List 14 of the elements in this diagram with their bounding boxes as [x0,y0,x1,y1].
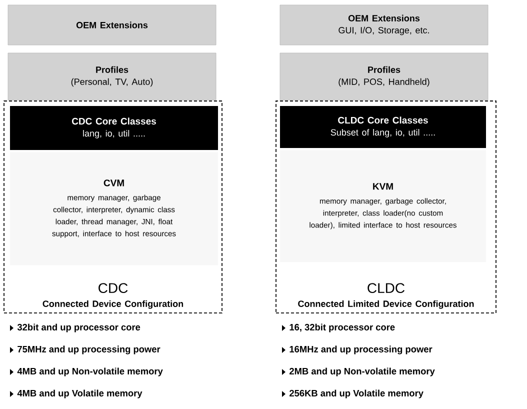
core-classes-box: CLDC Core Classes Subset of lang, io, util ..... [280,106,486,148]
feature-item: 4MB and up Volatile memory [10,390,142,398]
feature-item: 2MB and up Non-volatile memory [282,368,435,376]
layer-box: Profiles (MID, POS, Handheld) [280,52,488,100]
feature-item: 32bit and up processor core [10,324,140,332]
layer-box: OEM Extensions [8,4,216,46]
layer-box: Profiles (Personal, TV, Auto) [8,52,216,100]
feature-item: 4MB and up Non-volatile memory [10,368,163,376]
feature-item: 16, 32bit processor core [282,324,395,332]
feature-item: 256KB and up Volatile memory [282,390,424,398]
feature-item: 75MHz and up processing power [10,346,160,354]
layer-box: OEM Extensions GUI, I/O, Storage, etc. [280,4,488,46]
feature-item: 16MHz and up processing power [282,346,432,354]
core-classes-box: CDC Core Classes lang, io, util ..... [10,106,218,150]
